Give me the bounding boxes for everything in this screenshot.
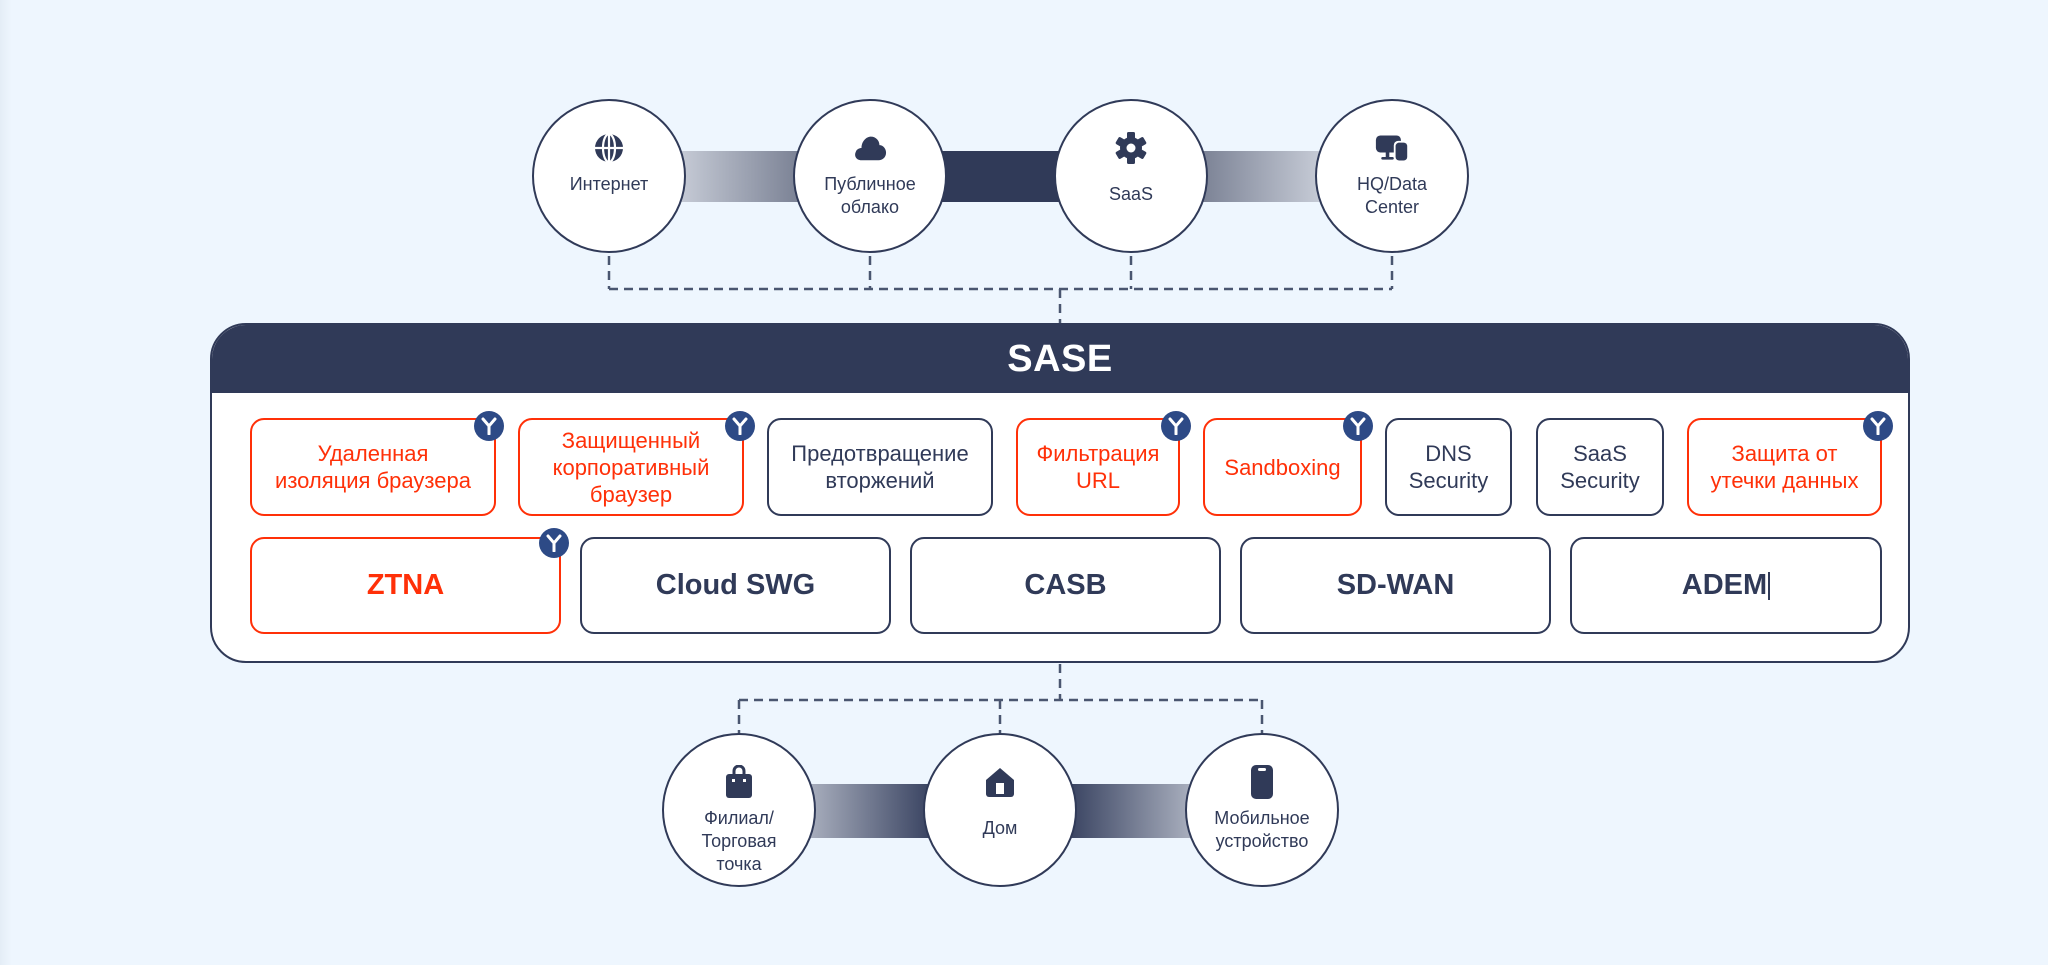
service-sd-wan[interactable]: SD-WAN bbox=[1240, 537, 1551, 634]
yandex-y-icon bbox=[1161, 411, 1191, 441]
node-branch-office: Филиал/ Торговая точка bbox=[662, 733, 816, 887]
service-ztna[interactable]: ZTNA bbox=[250, 537, 561, 634]
yandex-y-icon bbox=[474, 411, 504, 441]
service-label: Удаленная изоляция браузера bbox=[275, 441, 471, 493]
left-edge-strip bbox=[0, 0, 12, 965]
service-dns-security[interactable]: DNS Security bbox=[1385, 418, 1512, 516]
node-label: HQ/Data Center bbox=[1356, 174, 1428, 217]
cloud-icon bbox=[853, 131, 887, 165]
connector-bar-saas-hq bbox=[1200, 151, 1320, 202]
connector-bar-internet-cloud bbox=[680, 151, 800, 202]
mobile-phone-icon bbox=[1245, 765, 1279, 799]
service-cloud-swg[interactable]: Cloud SWG bbox=[580, 537, 891, 634]
service-label: Cloud SWG bbox=[655, 569, 816, 601]
yandex-y-icon bbox=[1343, 411, 1373, 441]
service-saas-security[interactable]: SaaS Security bbox=[1536, 418, 1664, 516]
gear-icon bbox=[1114, 131, 1148, 165]
service-label: Предотвращение вторжений bbox=[791, 441, 969, 493]
desktop-devices-icon bbox=[1375, 131, 1409, 165]
home-icon bbox=[983, 765, 1017, 799]
service-label: Sandboxing bbox=[1224, 454, 1341, 480]
service-url-filtering[interactable]: Фильтрация URL bbox=[1016, 418, 1180, 516]
connector-bar-cloud-saas bbox=[940, 151, 1060, 202]
service-label: SD-WAN bbox=[1336, 569, 1455, 601]
node-saas: SaaS bbox=[1054, 99, 1208, 253]
yandex-y-icon bbox=[1863, 411, 1893, 441]
node-public-cloud: Публичное облако bbox=[793, 99, 947, 253]
service-label: DNS Security bbox=[1408, 441, 1489, 493]
service-label: ADEM bbox=[1681, 569, 1768, 601]
service-label: SaaS Security bbox=[1560, 441, 1640, 493]
node-label: Мобильное устройство bbox=[1214, 808, 1310, 851]
service-intrusion-prevention[interactable]: Предотвращение вторжений bbox=[767, 418, 993, 516]
service-adem[interactable]: ADEM bbox=[1570, 537, 1882, 634]
node-internet: Интернет bbox=[532, 99, 686, 253]
node-home: Дом bbox=[923, 733, 1077, 887]
node-mobile-device: Мобильное устройство bbox=[1185, 733, 1339, 887]
service-label: Защищенный корпоративный браузер bbox=[552, 427, 710, 507]
node-label: Интернет bbox=[569, 174, 649, 194]
yandex-y-icon bbox=[725, 411, 755, 441]
node-label: SaaS bbox=[1108, 184, 1154, 204]
service-remote-browser-isolation[interactable]: Удаленная изоляция браузера bbox=[250, 418, 496, 516]
connector-bar-branch-home bbox=[810, 784, 930, 838]
sase-title: SASE bbox=[212, 325, 1908, 393]
globe-icon bbox=[592, 131, 626, 165]
service-casb[interactable]: CASB bbox=[910, 537, 1221, 634]
service-label: CASB bbox=[1024, 569, 1107, 601]
service-secure-enterprise-browser[interactable]: Защищенный корпоративный браузер bbox=[518, 418, 744, 516]
service-data-loss-prevention[interactable]: Защита от утечки данных bbox=[1687, 418, 1882, 516]
service-label: Фильтрация URL bbox=[1036, 441, 1160, 493]
service-label: ZTNA bbox=[366, 569, 445, 601]
node-label: Филиал/ Торговая точка bbox=[701, 808, 777, 874]
service-label: Защита от утечки данных bbox=[1710, 441, 1859, 493]
node-label: Дом bbox=[982, 818, 1018, 838]
shopping-bag-icon bbox=[722, 765, 756, 799]
yandex-y-icon bbox=[539, 528, 569, 558]
text-cursor bbox=[1768, 571, 1771, 600]
service-sandboxing[interactable]: Sandboxing bbox=[1203, 418, 1362, 516]
node-hq-data-center: HQ/Data Center bbox=[1315, 99, 1469, 253]
connector-bar-home-mobile bbox=[1070, 784, 1190, 838]
node-label: Публичное облако bbox=[824, 174, 916, 217]
